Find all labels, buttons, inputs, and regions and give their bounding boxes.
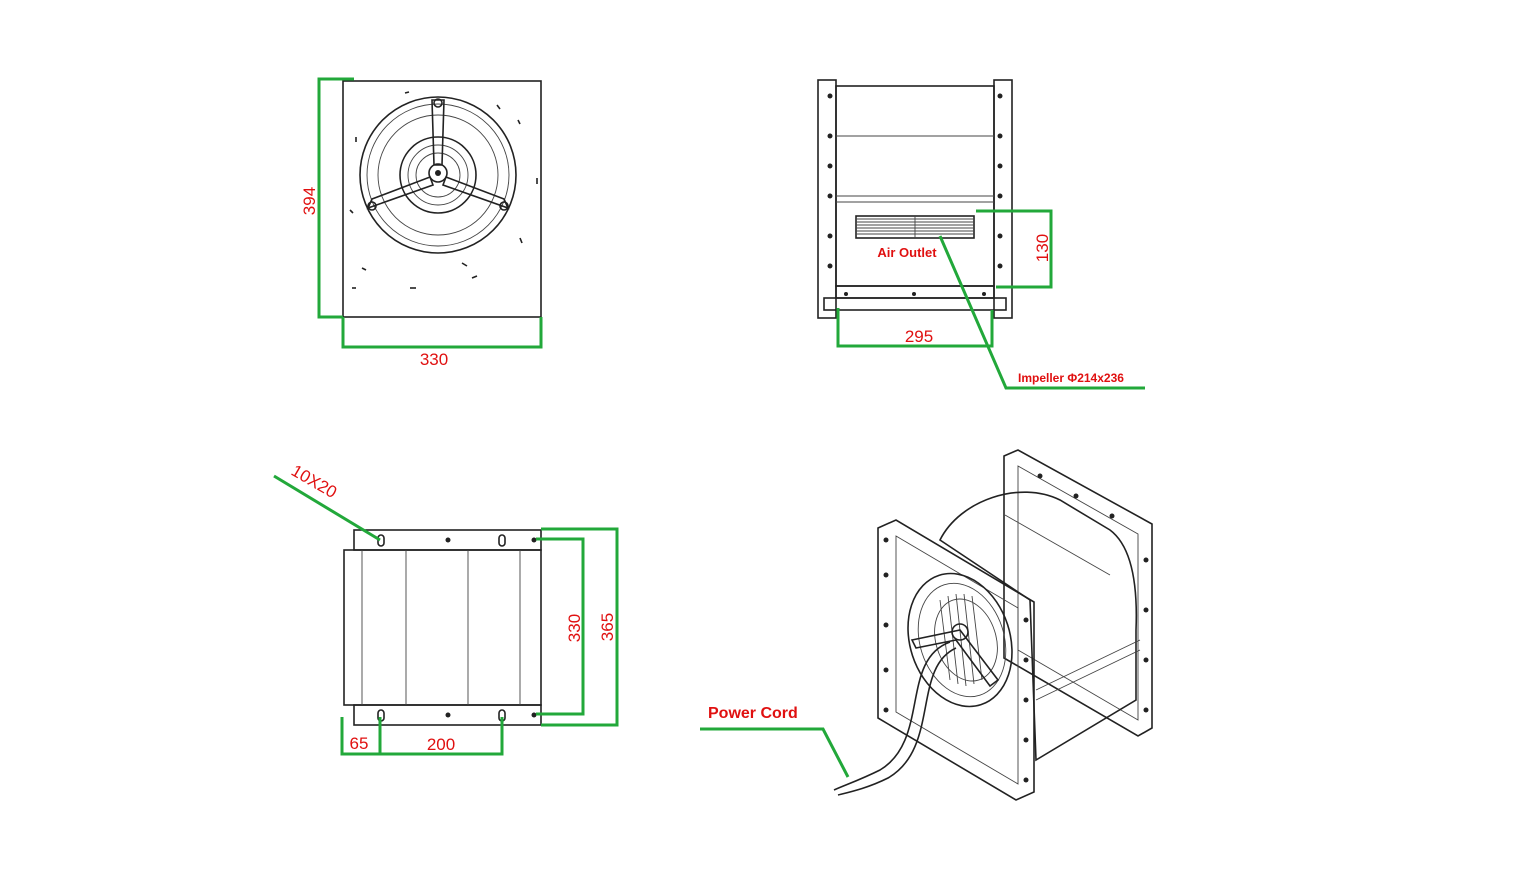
side-view: Air Outlet 130 295 Impeller Φ214x236 xyxy=(817,79,1145,390)
front-width-dimension: 330 xyxy=(420,350,448,369)
front-view: 330 394 xyxy=(300,77,543,369)
bottom-view: 10X20 330 365 65 200 xyxy=(273,461,619,756)
outlet-height-dimension: 130 xyxy=(1033,234,1052,262)
front-housing-outline xyxy=(342,80,542,318)
outer-depth-dimension: 365 xyxy=(598,613,617,641)
slot-spacing-dimension: 200 xyxy=(427,735,455,754)
front-height-dimension: 394 xyxy=(300,187,319,215)
power-cord-label: Power Cord xyxy=(708,705,798,722)
air-outlet-label: Air Outlet xyxy=(877,245,937,260)
edge-offset-dimension: 65 xyxy=(350,734,369,753)
outlet-width-dimension: 295 xyxy=(905,327,933,346)
slot-size-label: 10X20 xyxy=(288,461,340,502)
inner-depth-dimension: 330 xyxy=(565,614,584,642)
impeller-label: Impeller Φ214x236 xyxy=(1018,371,1124,385)
isometric-view: Power Cord xyxy=(700,449,1153,801)
